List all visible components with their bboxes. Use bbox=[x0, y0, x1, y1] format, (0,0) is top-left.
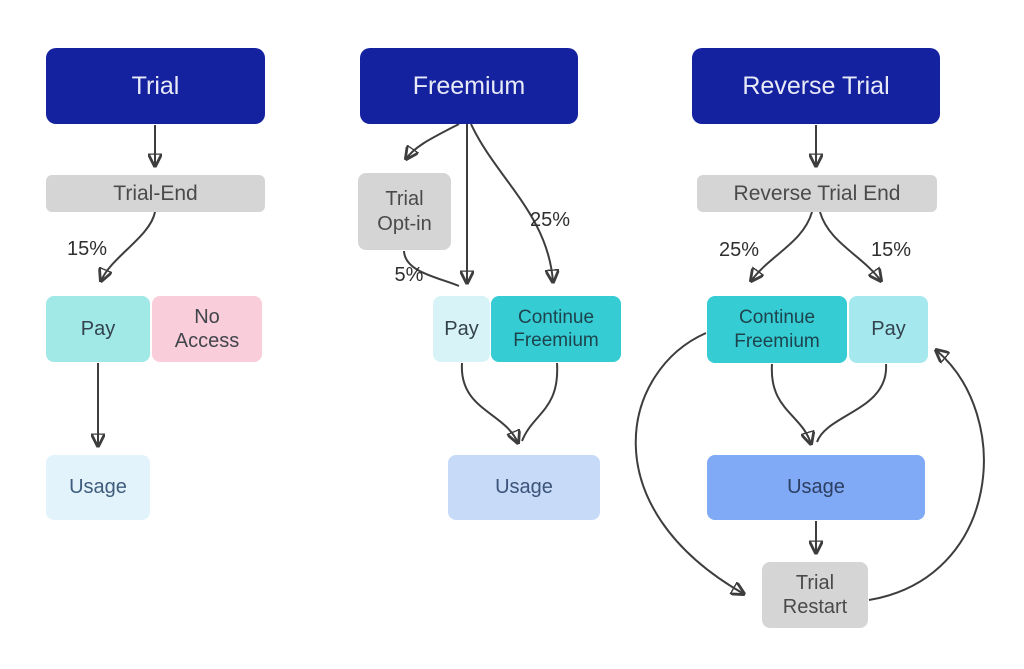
reverse-trial-end-node: Reverse Trial End bbox=[697, 175, 937, 212]
freemium-continue-freemium-node: Continue Freemium bbox=[491, 296, 621, 362]
reverse-usage-node: Usage bbox=[707, 455, 925, 520]
reverse-continue-rate-label: 25% bbox=[718, 239, 760, 261]
reverse-trial-model-header: Reverse Trial bbox=[692, 48, 940, 124]
arrow-end-to-continuefreemium bbox=[751, 211, 813, 281]
freemium-usage-node: Usage bbox=[448, 455, 600, 520]
reverse-pay-node: Pay bbox=[849, 296, 928, 363]
arrow-end-to-pay-reverse bbox=[819, 211, 881, 281]
trial-usage-node: Usage bbox=[46, 455, 150, 520]
arrow-freemium-to-trialoptin bbox=[406, 123, 460, 159]
arrow-trialoptin-to-pay bbox=[403, 250, 460, 287]
trial-pay-node: Pay bbox=[46, 296, 150, 362]
freemium-continue-rate-label: 25% bbox=[529, 209, 571, 231]
arrow-freemium-to-continuefreemium bbox=[470, 123, 553, 282]
arrow-trialrestart-to-pay-loop bbox=[868, 350, 985, 601]
freemium-optin-pay-rate-label: 5% bbox=[394, 264, 424, 286]
reverse-continue-freemium-node: Continue Freemium bbox=[707, 296, 847, 363]
arrow-continuefreemium-to-usage-freemium bbox=[521, 362, 559, 442]
trial-opt-in-node: Trial Opt-in bbox=[358, 173, 451, 250]
trial-end-node: Trial-End bbox=[46, 175, 265, 212]
freemium-model-header: Freemium bbox=[360, 48, 578, 124]
arrow-pay-to-usage-freemium bbox=[460, 362, 518, 443]
freemium-pay-node: Pay bbox=[433, 296, 490, 362]
no-access-node: No Access bbox=[152, 296, 262, 362]
trial-restart-node: Trial Restart bbox=[762, 562, 868, 628]
arrow-trialend-to-pay bbox=[101, 211, 156, 281]
arrow-pay-to-usage-reverse bbox=[816, 363, 888, 443]
arrow-continuefreemium-to-trialrestart-loop bbox=[634, 332, 744, 594]
arrow-continuefreemium-to-usage-reverse bbox=[770, 363, 811, 444]
trial-model-header: Trial bbox=[46, 48, 265, 124]
reverse-pay-rate-label: 15% bbox=[870, 239, 912, 261]
trial-pay-rate-label: 15% bbox=[66, 238, 108, 260]
